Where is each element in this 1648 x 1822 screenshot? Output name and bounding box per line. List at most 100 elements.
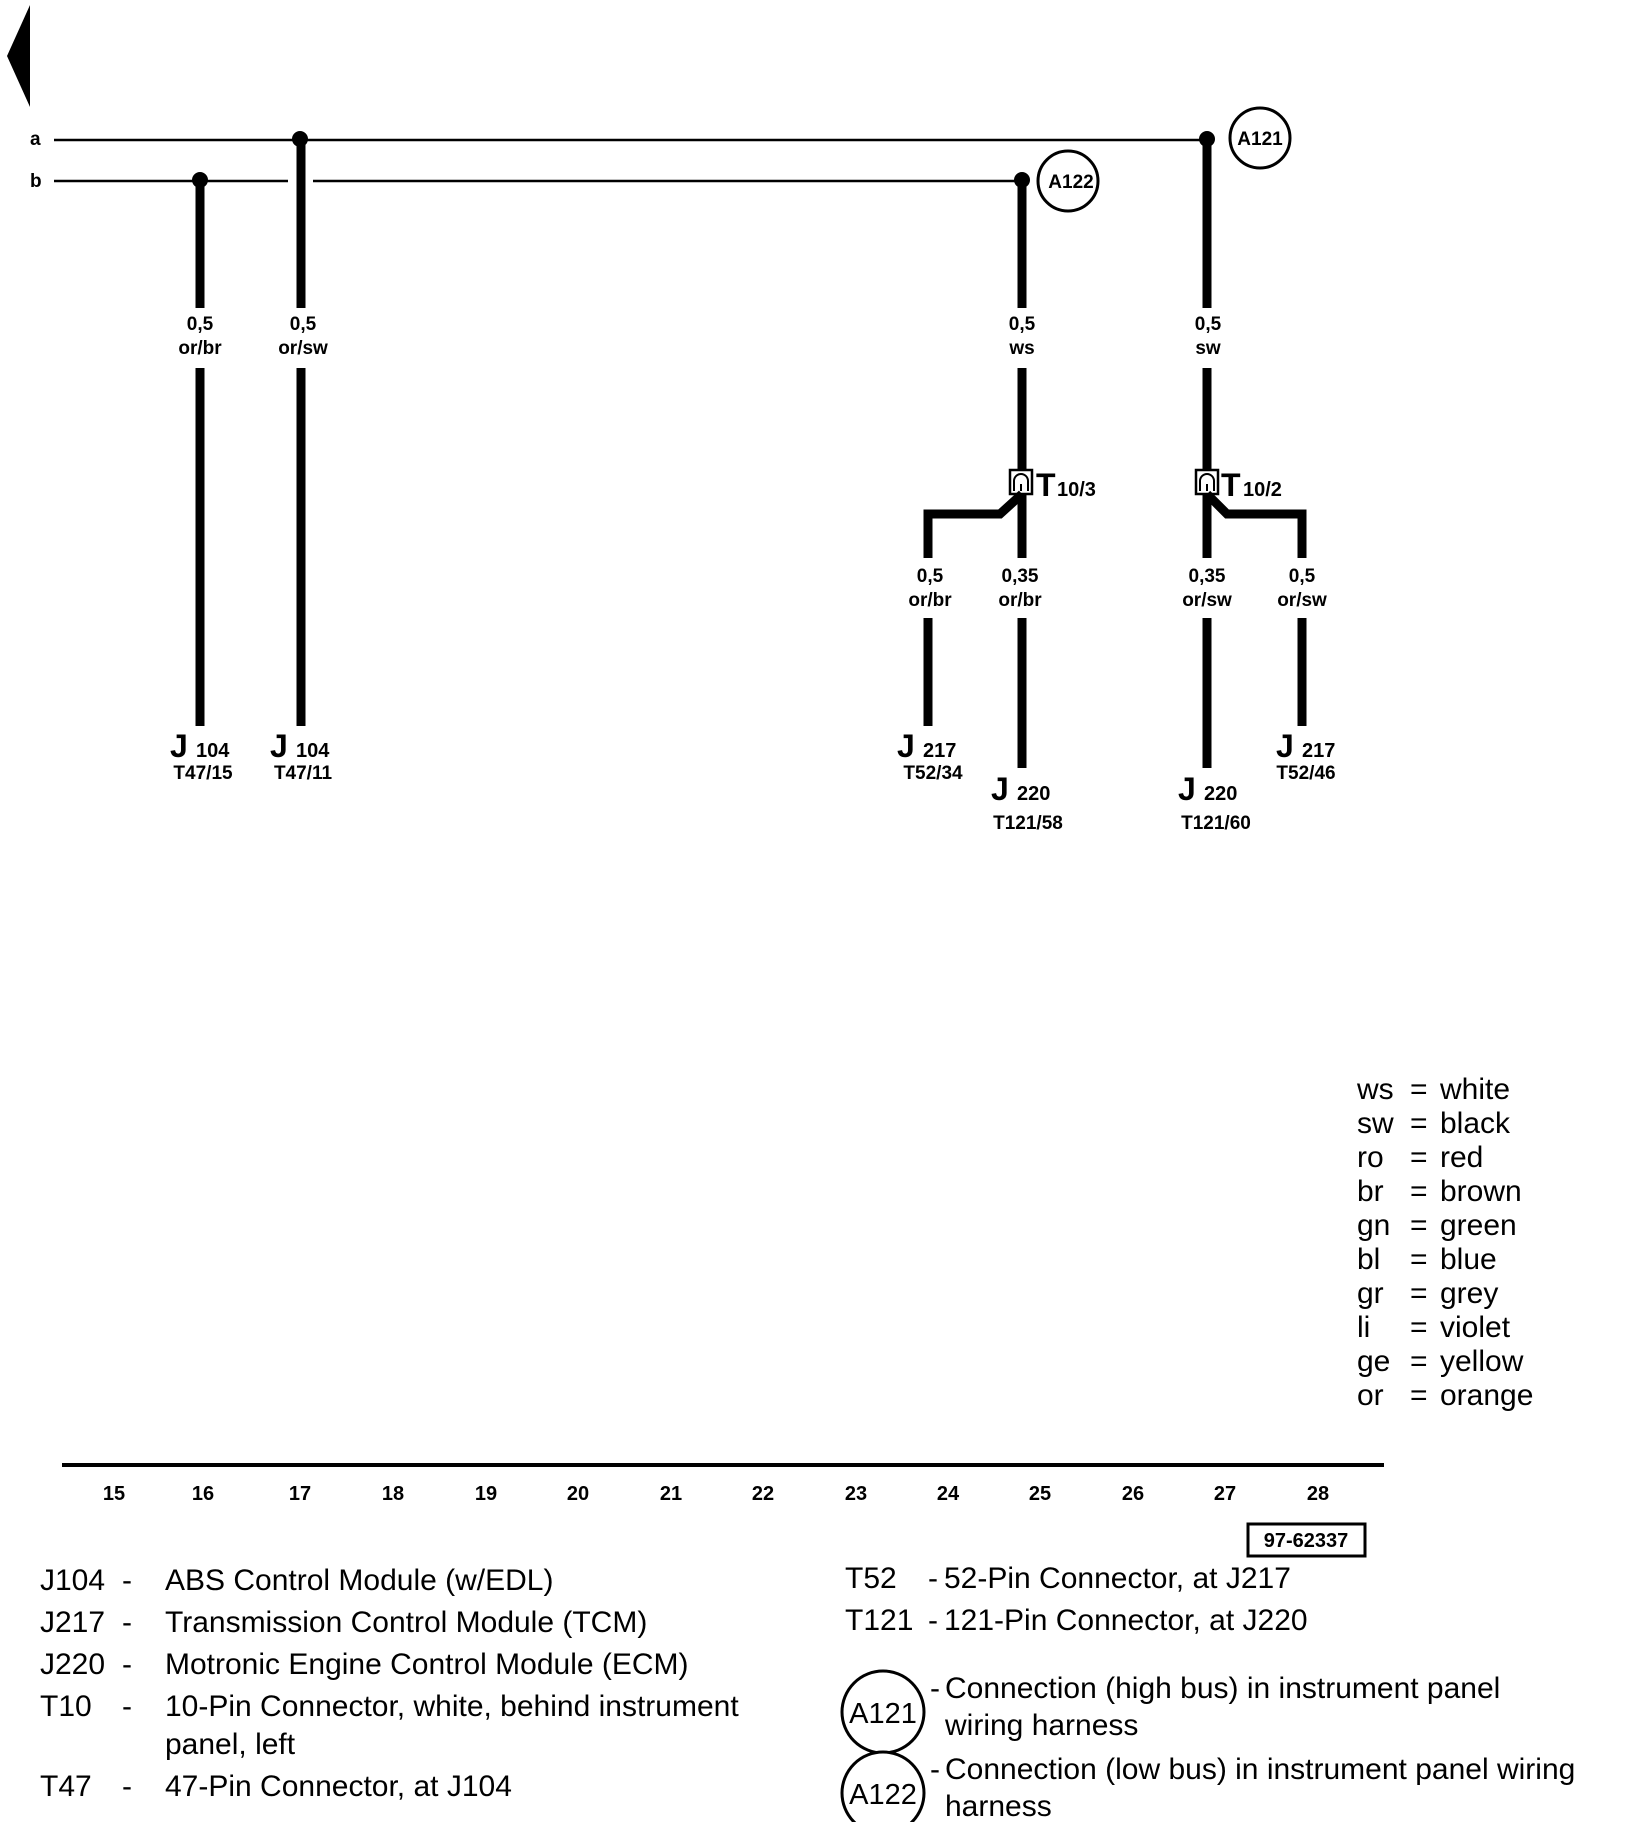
legend-code: ws: [1356, 1073, 1394, 1106]
legend-name: yellow: [1440, 1345, 1524, 1378]
description-text: 52-Pin Connector, at J217: [944, 1562, 1291, 1595]
junction-code: A122: [849, 1779, 917, 1811]
description-row: J220-Motronic Engine Control Module (ECM…: [40, 1648, 689, 1681]
wire-color-label: or/br: [998, 590, 1042, 611]
legend-row: ge=yellow: [1357, 1345, 1524, 1378]
component-letter: J: [1276, 728, 1294, 764]
connector-letter: T: [1221, 467, 1241, 503]
junction-a122-label: A122: [1048, 172, 1093, 193]
component-number: 220: [1017, 783, 1050, 805]
legend-code: ro: [1357, 1141, 1384, 1174]
description-code: J217: [40, 1606, 105, 1639]
component-pin: T52/46: [1276, 763, 1335, 784]
description-text: harness: [945, 1790, 1052, 1822]
legend-name: orange: [1440, 1379, 1533, 1412]
component-number: 220: [1204, 783, 1237, 805]
description-code: T121: [845, 1604, 913, 1637]
legend-name: grey: [1440, 1277, 1498, 1310]
legend-code: bl: [1357, 1243, 1380, 1276]
legend-name: violet: [1440, 1311, 1511, 1344]
component-j217-t52-34: J 217 T52/34: [897, 728, 963, 784]
component-number: 104: [196, 740, 230, 762]
description-code: T10: [40, 1690, 92, 1723]
description-code: T52: [845, 1562, 897, 1595]
legend-name: black: [1440, 1107, 1511, 1140]
component-letter: J: [170, 728, 188, 764]
scale-number: 28: [1307, 1483, 1329, 1505]
legend-code: gr: [1357, 1277, 1384, 1310]
connector-pin: 10/2: [1243, 479, 1282, 501]
scale-number: 19: [475, 1483, 497, 1505]
scale-number: 21: [660, 1483, 682, 1505]
legend-name: red: [1440, 1141, 1483, 1174]
wire-17: 0,5 or/sw: [278, 139, 328, 726]
legend-code: sw: [1357, 1107, 1394, 1140]
description-text: Transmission Control Module (TCM): [165, 1606, 647, 1639]
description-dash: -: [122, 1564, 132, 1597]
wire-color-label: sw: [1195, 338, 1221, 359]
description-code: J220: [40, 1648, 105, 1681]
legend-name: white: [1439, 1073, 1510, 1106]
component-pin: T121/58: [993, 813, 1063, 834]
scale-number: 24: [937, 1483, 960, 1505]
description-dash: -: [928, 1562, 938, 1595]
component-j217-t52-46: J 217 T52/46: [1276, 728, 1336, 784]
legend-name: brown: [1440, 1175, 1522, 1208]
back-arrow-icon[interactable]: [7, 5, 30, 107]
legend-code: li: [1357, 1311, 1370, 1344]
scale-number: 22: [752, 1483, 774, 1505]
connector-pin: 10/3: [1057, 479, 1096, 501]
component-letter: J: [270, 728, 288, 764]
wire-size-label: 0,5: [187, 314, 214, 335]
wire-color-label: ws: [1008, 338, 1034, 359]
description-dash: -: [122, 1648, 132, 1681]
component-j220-t121-60: J 220 T121/60: [1178, 771, 1251, 834]
rail-b-label: b: [30, 171, 42, 192]
legend-equals: =: [1410, 1107, 1428, 1140]
scale-number: 15: [103, 1483, 125, 1505]
wire-27: 0,5 sw: [1195, 139, 1222, 470]
wire-size-label: 0,35: [1189, 566, 1226, 587]
legend-name: blue: [1440, 1243, 1497, 1276]
wire-color-label: or/br: [178, 338, 222, 359]
description-row: T121-121-Pin Connector, at J220: [845, 1604, 1308, 1637]
description-dash: -: [930, 1753, 940, 1786]
component-letter: J: [1178, 771, 1196, 807]
description-text: 10-Pin Connector, white, behind instrume…: [165, 1690, 739, 1723]
legend-row: br=brown: [1357, 1175, 1522, 1208]
connector-letter: T: [1036, 467, 1056, 503]
description-code: T47: [40, 1770, 92, 1803]
component-descriptions-left: J104-ABS Control Module (w/EDL)J217-Tran…: [40, 1564, 739, 1803]
description-code: J104: [40, 1564, 105, 1597]
legend-equals: =: [1410, 1141, 1428, 1174]
legend-row: ro = red: [1357, 1141, 1483, 1174]
component-j104-t47-11: J 104 T47/11: [270, 728, 332, 784]
legend-equals: =: [1410, 1209, 1428, 1242]
component-pin: T47/11: [274, 763, 333, 784]
scale-number: 20: [567, 1483, 589, 1505]
bus-rails: a b: [30, 129, 1208, 192]
junction-description-row: A122-Connection (low bus) in instrument …: [840, 1750, 1575, 1822]
wire-size-label: 0,5: [1195, 314, 1222, 335]
scale-number: 16: [192, 1483, 214, 1505]
junction-symbol: [840, 1750, 926, 1822]
scale-number: 27: [1214, 1483, 1236, 1505]
wire-color-label: or/sw: [278, 338, 328, 359]
component-letter: J: [991, 771, 1009, 807]
description-text: Connection (low bus) in instrument panel…: [945, 1753, 1575, 1786]
component-pin: T121/60: [1181, 813, 1251, 834]
junction-a121-label: A121: [1237, 129, 1283, 150]
component-j104-t47-15: J 104 T47/15: [170, 728, 233, 784]
scale-number: 23: [845, 1483, 867, 1505]
component-number: 217: [1302, 740, 1335, 762]
legend-row: bl=blue: [1357, 1243, 1497, 1276]
description-dash: -: [930, 1672, 940, 1705]
legend-row: ws=white: [1356, 1073, 1510, 1106]
legend-row: or=orange: [1357, 1379, 1533, 1412]
wire-size-label: 0,5: [917, 566, 944, 587]
legend-equals: =: [1410, 1277, 1428, 1310]
wire-color-legend: ws=whitesw=blackro=redbr=browngn=greenbl…: [1356, 1073, 1533, 1412]
description-dash: -: [122, 1770, 132, 1803]
component-number: 104: [296, 740, 330, 762]
